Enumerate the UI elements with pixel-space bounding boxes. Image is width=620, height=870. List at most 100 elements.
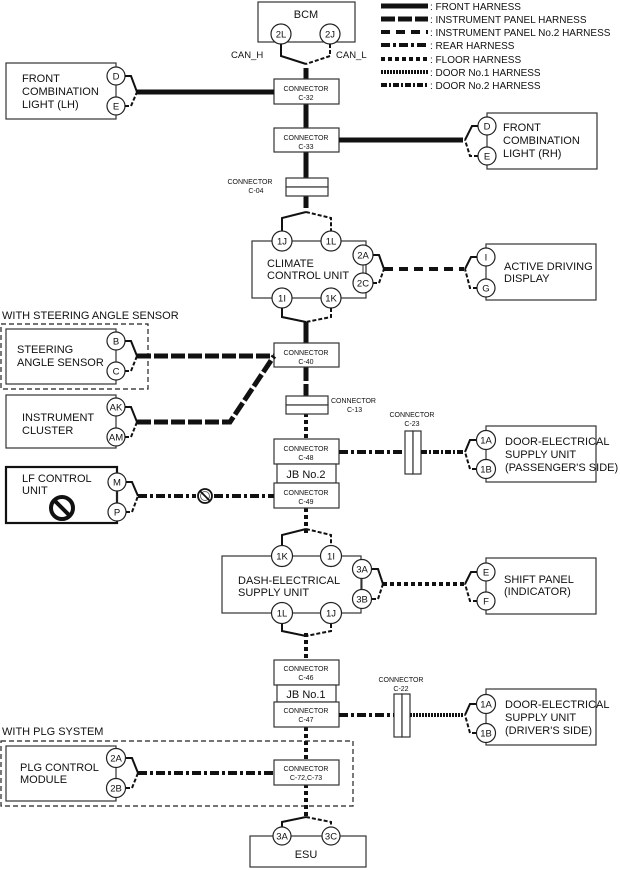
- pin-circle: [105, 777, 127, 799]
- label: CONNECTOR: [379, 677, 424, 684]
- wire: [464, 125, 478, 141]
- label: DOOR-ELECTRICAL: [505, 436, 610, 448]
- wire: [464, 268, 477, 289]
- jb-no2-block: CONNECTOR C-48 JB No.2 CONNECTOR C-49: [273, 438, 340, 509]
- box: [285, 177, 329, 188]
- label: PLG CONTROL: [20, 762, 99, 774]
- box: [249, 835, 367, 868]
- wire: [125, 421, 138, 438]
- pin-circle: [475, 693, 497, 715]
- box: [5, 62, 117, 120]
- active-driving-display: ACTIVE DRIVING DISPLAY I G: [464, 243, 597, 301]
- label: INSTRUMENT: [22, 412, 94, 424]
- pin-circle: [105, 747, 127, 769]
- climate-control-unit: 1J 1L 1I 1K CLIMATE CONTROL UNIT 2A 2C: [251, 211, 464, 323]
- pin-circle: [270, 601, 294, 625]
- wire: [199, 490, 211, 502]
- wire: [126, 495, 139, 513]
- label: CONNECTOR: [284, 86, 329, 93]
- pin-circle: [351, 558, 373, 580]
- pin-circle: [475, 722, 497, 744]
- label: LF CONTROL: [22, 473, 92, 485]
- jb-no1-label: JB No.1: [286, 689, 325, 701]
- box: [221, 555, 362, 614]
- pin-circle: [319, 601, 343, 625]
- label: SUPPLY UNIT: [238, 587, 309, 599]
- box: [273, 438, 340, 465]
- legend: : FRONT HARNESS : INSTRUMENT PANEL HARNE…: [381, 2, 611, 92]
- wire: [305, 211, 332, 231]
- label: P: [114, 508, 120, 519]
- door-electrical-supply-unit-passenger: DOOR-ELECTRICAL SUPPLY UNIT (PASSENGER'S…: [464, 425, 618, 483]
- connector-c23: CONNECTOR C-23: [339, 412, 464, 475]
- box: [485, 243, 597, 301]
- box: [285, 186, 329, 197]
- box: [5, 394, 117, 449]
- box: [485, 425, 597, 483]
- wire: [281, 624, 307, 637]
- label: SHIFT PANEL: [504, 574, 574, 586]
- wire: [125, 75, 138, 93]
- label: 1K: [325, 294, 337, 305]
- label: COMBINATION: [503, 135, 580, 147]
- label: LIGHT (LH): [22, 99, 79, 111]
- legend-label: : FLOOR HARNESS: [430, 55, 521, 66]
- label: 1J: [326, 609, 336, 620]
- box: [273, 342, 340, 368]
- label: C-23: [404, 421, 419, 428]
- bcm-unit: BCM 2L 2J CAN_H CAN_L: [231, 1, 367, 65]
- legend-item-front: : FRONT HARNESS: [381, 2, 521, 13]
- can-h-label: CAN_H: [231, 50, 263, 61]
- label: FRONT: [22, 73, 60, 85]
- label: CONNECTOR: [390, 412, 435, 419]
- can-l-label: CAN_L: [336, 50, 367, 61]
- pin-circle: [49, 495, 75, 521]
- wire: [305, 528, 332, 546]
- wire: [464, 583, 477, 602]
- label: 2A: [110, 754, 122, 765]
- label: C-48: [298, 455, 313, 462]
- label: (PASSENGER'S SIDE): [505, 462, 618, 474]
- label: C-32: [298, 95, 313, 102]
- label: C-33: [298, 144, 313, 151]
- connector-c13: CONNECTOR C-13: [285, 395, 376, 415]
- legend-item-rear: : REAR HARNESS: [381, 41, 515, 52]
- box: [273, 701, 340, 728]
- label: AK: [110, 403, 123, 414]
- pin-circle: [475, 458, 497, 480]
- pin-circle: [351, 588, 373, 610]
- wire: [372, 568, 384, 585]
- label: FRONT: [503, 122, 541, 134]
- label: 1A: [480, 700, 492, 711]
- box: [393, 693, 403, 738]
- legend-item-door1: : DOOR No.1 HARNESS: [381, 68, 541, 79]
- plg-system-group: WITH PLG SYSTEM PLG CONTROL MODULE 2A 2B…: [0, 726, 354, 807]
- label: C-04: [248, 188, 263, 195]
- door-electrical-supply-unit-driver: DOOR-ELECTRICAL SUPPLY UNIT (DRIVER'S SI…: [464, 688, 610, 746]
- label: 1I: [278, 294, 286, 305]
- box: [401, 693, 411, 738]
- legend-label: : FRONT HARNESS: [430, 2, 521, 13]
- label: UNIT: [22, 485, 48, 497]
- label: COMBINATION: [22, 86, 99, 98]
- label: G: [482, 284, 489, 295]
- wire: [464, 571, 477, 585]
- connector-c33: CONNECTOR C-33: [273, 127, 463, 153]
- instrument-cluster: INSTRUMENT CLUSTER AK AM: [5, 354, 277, 449]
- pin-circle: [321, 826, 341, 846]
- box: [273, 659, 340, 686]
- label: 2L: [276, 30, 287, 41]
- label: CONNECTOR: [284, 135, 329, 142]
- wire: [125, 91, 138, 107]
- wire: [464, 451, 476, 470]
- connector-c72-c73: [273, 759, 340, 786]
- wire: [464, 439, 476, 453]
- label: CLIMATE: [267, 258, 314, 270]
- label: E: [484, 152, 490, 163]
- label: 2C: [357, 279, 369, 290]
- label: 1J: [277, 237, 287, 248]
- bcm-label: BCM: [294, 9, 318, 21]
- wire: [305, 816, 332, 828]
- wire: [126, 757, 139, 774]
- label: E: [483, 568, 489, 579]
